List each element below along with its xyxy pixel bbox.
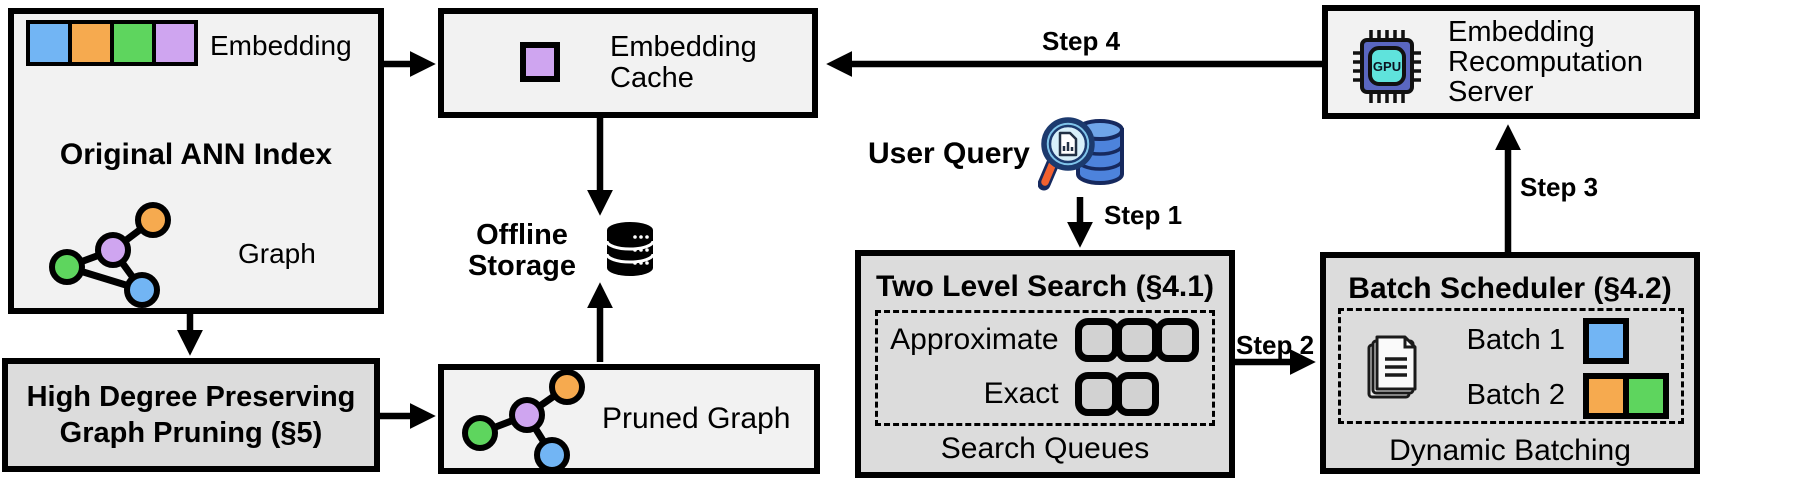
database-icon <box>605 222 655 276</box>
two-level-search-title: Two Level Search (§4.1) <box>876 270 1214 303</box>
step2-label: Step 2 <box>1236 330 1315 360</box>
batch2-query-green <box>1623 372 1669 419</box>
batch-scheduler-box: Batch Scheduler (§4.2) Batch 1 Batch 2 <box>1320 252 1700 474</box>
recomputation-server-box: GPU Embedding Recomputation Server <box>1322 5 1700 119</box>
pruned-graph-label: Pruned Graph <box>602 402 791 435</box>
embedding-cell-green <box>114 24 152 62</box>
cached-embedding-icon <box>520 42 560 82</box>
step1-label: Step 1 <box>1104 200 1183 230</box>
embedding-cell-purple <box>156 24 194 62</box>
queue-slot <box>1074 318 1119 362</box>
recomputation-server-title: Embedding Recomputation Server <box>1448 16 1644 108</box>
exact-queue-slots <box>1074 372 1212 416</box>
batch1-row: Batch 1 <box>1453 313 1669 368</box>
embedding-cache-box: Embedding Cache <box>438 8 818 118</box>
offline-storage-label: Offline Storage <box>468 219 576 282</box>
graph-pruning-box: High Degree Preserving Graph Pruning (§5… <box>2 358 380 472</box>
queue-slot <box>1114 372 1159 416</box>
documents-icon <box>1367 335 1417 399</box>
pruned-graph-box: Pruned Graph <box>438 364 820 474</box>
pruned-graph-icon <box>462 369 585 473</box>
batch2-label: Batch 2 <box>1466 379 1565 411</box>
query-search-icon <box>1038 117 1124 191</box>
step3-label: Step 3 <box>1520 172 1599 202</box>
gpu-chip-icon: GPU <box>1353 30 1421 103</box>
embedding-cache-title: Embedding Cache <box>610 31 757 94</box>
gpu-chip-label: GPU <box>1373 59 1401 74</box>
embedding-cell-blue <box>30 24 68 62</box>
dynamic-batching-caption: Dynamic Batching <box>1389 434 1631 467</box>
search-queues-caption: Search Queues <box>940 432 1150 465</box>
dynamic-batching-panel: Batch 1 Batch 2 <box>1338 308 1684 424</box>
search-queues-panel: Approximate Exact <box>875 310 1215 426</box>
approximate-queue-slots <box>1074 318 1212 362</box>
graph-icon <box>49 202 171 308</box>
queue-slot <box>1154 318 1199 362</box>
exact-label: Exact <box>983 377 1059 410</box>
batch-scheduler-title: Batch Scheduler (§4.2) <box>1348 272 1672 305</box>
approximate-queue-row: Approximate <box>878 313 1212 367</box>
queue-slot <box>1114 318 1159 362</box>
original-ann-index-box: Embedding Original ANN Index Graph <box>8 8 384 314</box>
embedding-vector-icon <box>26 20 198 66</box>
embedding-label: Embedding <box>210 30 352 61</box>
queue-slot <box>1074 372 1119 416</box>
batch2-row: Batch 2 <box>1453 368 1669 423</box>
graph-label: Graph <box>238 238 316 269</box>
batch1-query-blue <box>1583 317 1629 364</box>
magnifier-icon <box>1038 117 1095 191</box>
batch1-label: Batch 1 <box>1466 324 1565 356</box>
batch-rows: Batch 1 Batch 2 <box>1453 313 1669 423</box>
step4-label: Step 4 <box>1042 26 1121 56</box>
exact-queue-row: Exact <box>878 367 1212 421</box>
embedding-cell-orange <box>72 24 110 62</box>
two-level-search-box: Two Level Search (§4.1) Approximate Exac… <box>855 250 1235 478</box>
user-query-label: User Query <box>868 137 1030 170</box>
approximate-label: Approximate <box>890 323 1059 356</box>
original-index-title: Original ANN Index <box>59 138 333 171</box>
